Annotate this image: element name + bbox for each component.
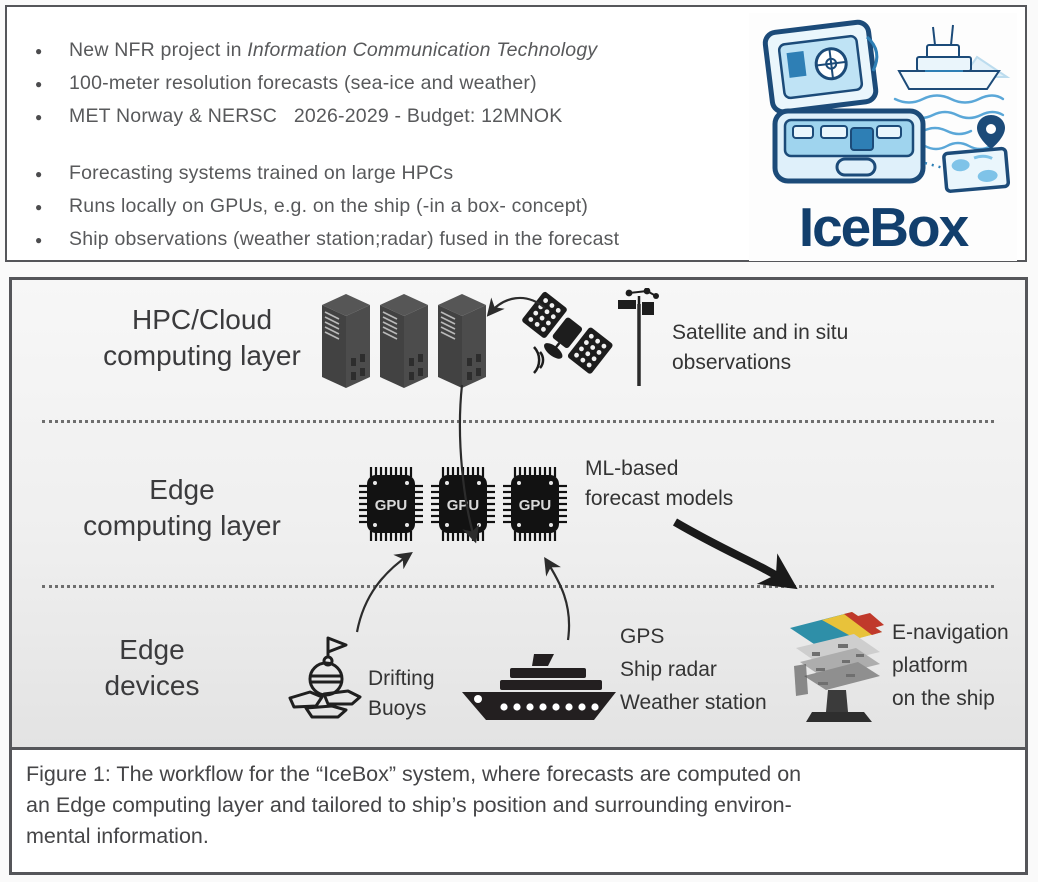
flow-arrows: [355, 296, 798, 641]
arrow-ship-to-gpus: [544, 557, 571, 641]
ship-icon: [462, 654, 616, 720]
gpu-chips-icon: GPU GPU: [359, 467, 567, 541]
bullet-text: New NFR project in Information Communica…: [69, 35, 597, 66]
bullet-text-plain: New NFR project in: [69, 39, 248, 61]
bullet-icon: ●: [35, 110, 43, 124]
bullet-text: 100-meter resolution forecasts (sea-ice …: [69, 68, 537, 99]
satellite-icon: [522, 291, 613, 374]
bullet-text: Forecasting systems trained on large HPC…: [69, 158, 453, 189]
summary-box: ● New NFR project in Information Communi…: [5, 5, 1027, 262]
bullet-text-italic: Information Communication Technology: [247, 39, 598, 61]
arrow-satellite-to-servers: [486, 296, 546, 317]
gpu-label: GPU: [519, 497, 552, 514]
layer-separator: [42, 585, 994, 588]
bullet-icon: ●: [35, 200, 43, 214]
bullet-icon: ●: [35, 77, 43, 91]
bullet-item: ● Runs locally on GPUs, e.g. on the ship…: [35, 191, 735, 224]
annotation-ml-models: ML-based forecast models: [585, 457, 734, 510]
hpc-servers-icon: [322, 294, 486, 388]
bullet-item: ● 100-meter resolution forecasts (sea-ic…: [35, 68, 735, 101]
gpu-label: GPU: [375, 497, 408, 514]
bullet-icon: ●: [35, 233, 43, 247]
bullet-item: ● MET Norway & NERSC 2026-2029 - Budget:…: [35, 101, 735, 134]
bullet-item: ● Ship observations (weather station;rad…: [35, 224, 735, 257]
figure-1-box: HPC/Cloud computing layer Edge computing…: [9, 277, 1028, 875]
bullet-text: MET Norway & NERSC 2026-2029 - Budget: 1…: [69, 101, 563, 132]
layer-label-edge-computing: Edge computing layer: [83, 474, 281, 541]
drifting-buoy-icon: [288, 636, 362, 719]
layer-separator: [42, 420, 994, 423]
bullet-list: ● New NFR project in Information Communi…: [35, 35, 735, 257]
bullet-text: Ship observations (weather station;radar…: [69, 224, 619, 255]
bullet-icon: ●: [35, 167, 43, 181]
arrow-servers-to-gpus: [458, 384, 480, 544]
annotation-enavigation: E-navigation platform on the ship: [892, 621, 1009, 710]
layer-label-hpc: HPC/Cloud computing layer: [103, 304, 301, 371]
bullet-item: ● Forecasting systems trained on large H…: [35, 158, 735, 191]
icebox-illustration-icon: [762, 19, 1011, 193]
weather-station-icon: [618, 288, 659, 386]
arrow-ml-to-enavigation: [672, 518, 798, 590]
enavigation-platform-icon: [790, 612, 884, 722]
icebox-wordmark: IceBox: [798, 196, 969, 258]
bullet-text-plain: Runs locally on GPUs, e.g. on the ship (…: [69, 195, 589, 217]
bullet-text-plain: MET Norway & NERSC 2026-2029 - Budget: 1…: [69, 105, 563, 127]
icebox-logo: IceBox: [749, 13, 1017, 261]
gpu-label: GPU: [447, 497, 480, 514]
bullet-text-plain: 100-meter resolution forecasts (sea-ice …: [69, 72, 537, 94]
ship-art: [897, 24, 1001, 90]
bullet-text-plain: Ship observations (weather station;radar…: [69, 228, 620, 250]
bullet-text: Runs locally on GPUs, e.g. on the ship (…: [69, 191, 588, 222]
bullet-item: ● New NFR project in Information Communi…: [35, 35, 735, 68]
annotation-satellite: Satellite and in situ observations: [672, 321, 849, 374]
figure-caption: Figure 1: The workflow for the “IceBox” …: [12, 747, 1025, 872]
layer-label-edge-devices: Edge devices: [104, 634, 200, 701]
arrow-buoy-to-gpus: [355, 551, 413, 633]
annotation-drifting-buoys: Drifting Buoys: [368, 667, 435, 720]
bullet-text-plain: Forecasting systems trained on large HPC…: [69, 162, 454, 184]
workflow-diagram: HPC/Cloud computing layer Edge computing…: [12, 280, 1025, 747]
annotation-ship-sensors: GPS Ship radar Weather station: [620, 625, 767, 714]
bullet-icon: ●: [35, 44, 43, 58]
